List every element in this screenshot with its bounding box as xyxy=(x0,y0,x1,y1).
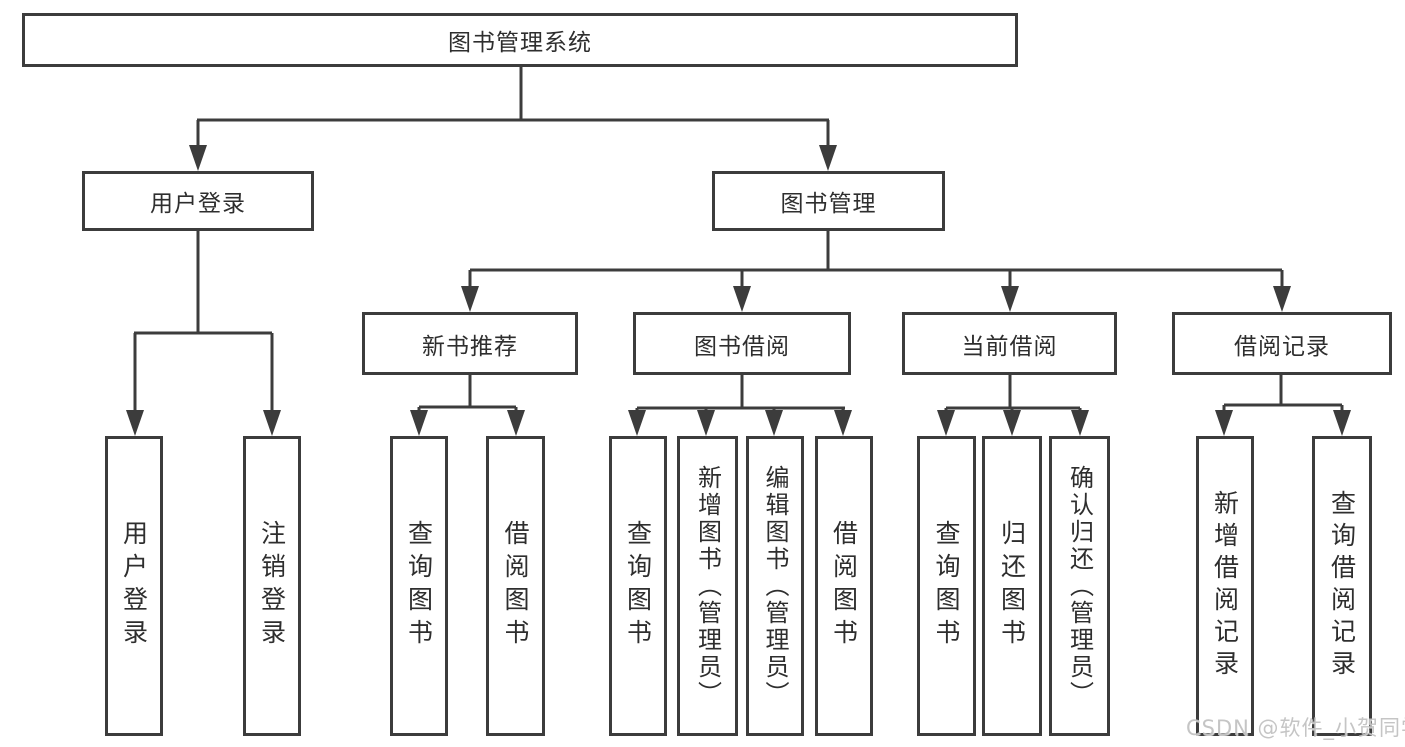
node-user-login: 用户登录 xyxy=(82,171,314,231)
connector-current-borrow xyxy=(944,373,1082,415)
node-borrow-records: 借阅记录 xyxy=(1172,312,1392,375)
arrowhead xyxy=(1001,286,1019,312)
node-new-book-rec: 新书推荐 xyxy=(362,312,578,375)
arrowhead xyxy=(126,410,144,436)
arrowhead xyxy=(507,410,525,436)
arrowhead xyxy=(1273,286,1291,312)
node-leaf-user-login: 用户登录 xyxy=(105,436,163,736)
arrowhead xyxy=(819,145,837,171)
arrowhead xyxy=(1071,410,1089,436)
node-leaf-borrow-books-rec: 借阅图书 xyxy=(486,436,545,736)
node-leaf-edit-books: 编辑图书（管理员） xyxy=(746,436,804,736)
connector-book-borrow xyxy=(635,373,845,415)
node-leaf-query-books-current: 查询图书 xyxy=(917,436,976,736)
node-leaf-query-books-borrow: 查询图书 xyxy=(609,436,667,736)
arrowhead xyxy=(1215,410,1233,436)
connector-new-book-rec xyxy=(417,373,518,415)
connector-borrow-records xyxy=(1222,373,1344,415)
arrowhead xyxy=(628,410,646,436)
node-book-mgmt: 图书管理 xyxy=(712,171,945,231)
connector-user-login xyxy=(133,229,274,415)
watermark: CSDN @软件_小贺同学 xyxy=(1186,716,1405,740)
arrowhead xyxy=(1003,410,1021,436)
node-leaf-return-books: 归还图书 xyxy=(982,436,1042,736)
node-book-borrow: 图书借阅 xyxy=(633,312,851,375)
connector-root xyxy=(196,65,830,150)
node-leaf-logout: 注销登录 xyxy=(243,436,301,736)
connector-book-mgmt xyxy=(468,229,1284,291)
arrowhead xyxy=(189,145,207,171)
arrowhead xyxy=(461,286,479,312)
arrowhead xyxy=(697,410,715,436)
arrowhead xyxy=(765,410,783,436)
node-current-borrow: 当前借阅 xyxy=(902,312,1117,375)
node-leaf-add-borrow-record: 新增借阅记录 xyxy=(1196,436,1254,736)
node-root: 图书管理系统 xyxy=(22,13,1018,67)
node-leaf-query-borrow-record: 查询借阅记录 xyxy=(1312,436,1372,736)
node-leaf-query-books-rec: 查询图书 xyxy=(390,436,448,736)
arrowhead xyxy=(733,286,751,312)
node-leaf-borrow-books: 借阅图书 xyxy=(815,436,873,736)
arrowhead xyxy=(263,410,281,436)
arrowhead xyxy=(410,410,428,436)
arrowhead xyxy=(834,410,852,436)
node-leaf-confirm-return: 确认归还（管理员） xyxy=(1049,436,1110,736)
arrowhead xyxy=(937,410,955,436)
arrowhead xyxy=(1333,410,1351,436)
node-leaf-add-books: 新增图书（管理员） xyxy=(677,436,738,736)
